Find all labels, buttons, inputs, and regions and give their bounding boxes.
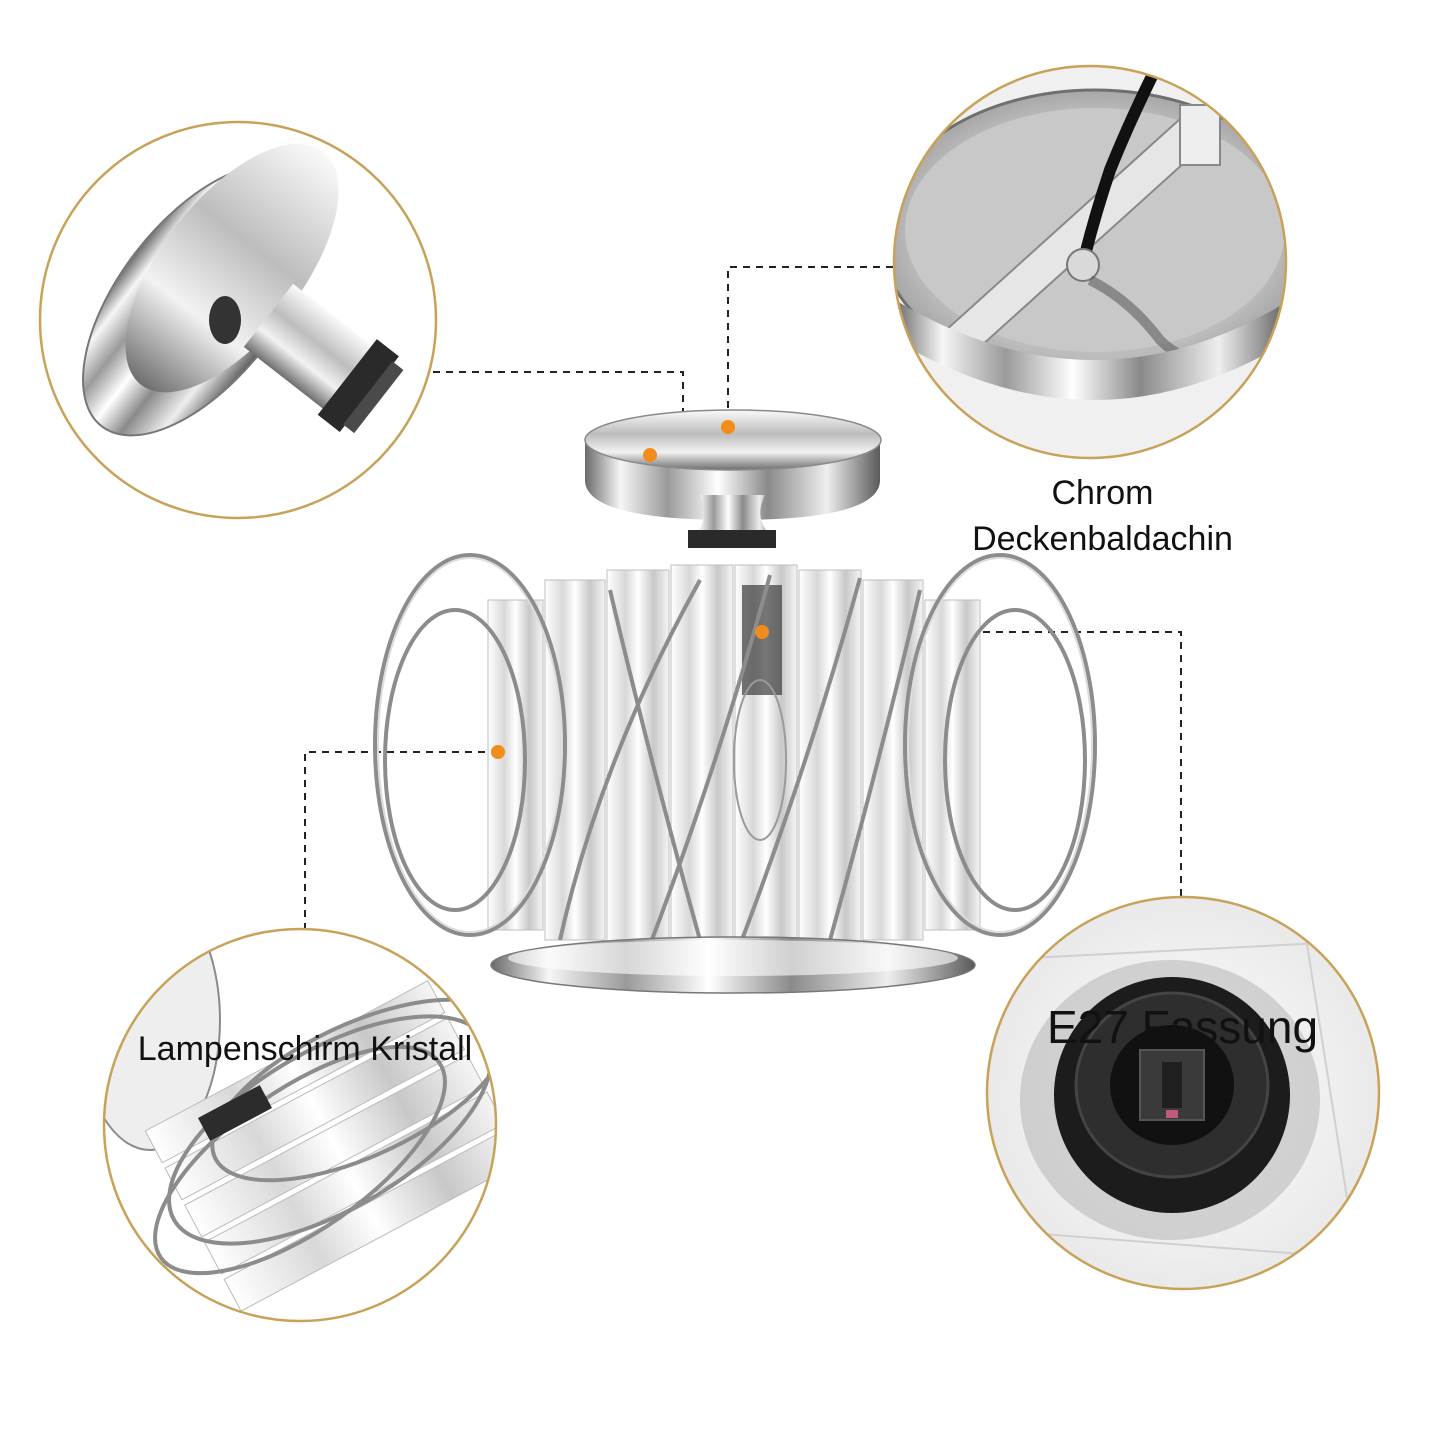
label-canopy-line1: Chrom — [1051, 474, 1154, 512]
main-lamp — [373, 409, 1097, 994]
leader-line-shade — [304, 751, 498, 935]
marker-dot-canopy — [721, 420, 735, 434]
marker-dot-shade — [491, 745, 505, 759]
marker-dot-base — [643, 448, 657, 462]
marker-dot-socket — [755, 625, 769, 639]
label-canopy-line2: Deckenbaldachin — [972, 520, 1233, 558]
callout-canopy-inside — [892, 64, 1288, 460]
label-socket: E27 Fassung — [1046, 1001, 1319, 1053]
callout-canopy-mount — [38, 120, 438, 520]
label-canopy: Chrom Deckenbaldachin — [940, 470, 1265, 562]
leader-line-canopy — [727, 266, 893, 425]
marker-dots — [491, 420, 769, 759]
label-shade: Lampenschirm Kristall — [137, 1030, 473, 1068]
leader-line-socket — [762, 631, 1182, 930]
callout-crystal-shade — [102, 927, 498, 1323]
callout-e27-socket — [985, 895, 1381, 1291]
